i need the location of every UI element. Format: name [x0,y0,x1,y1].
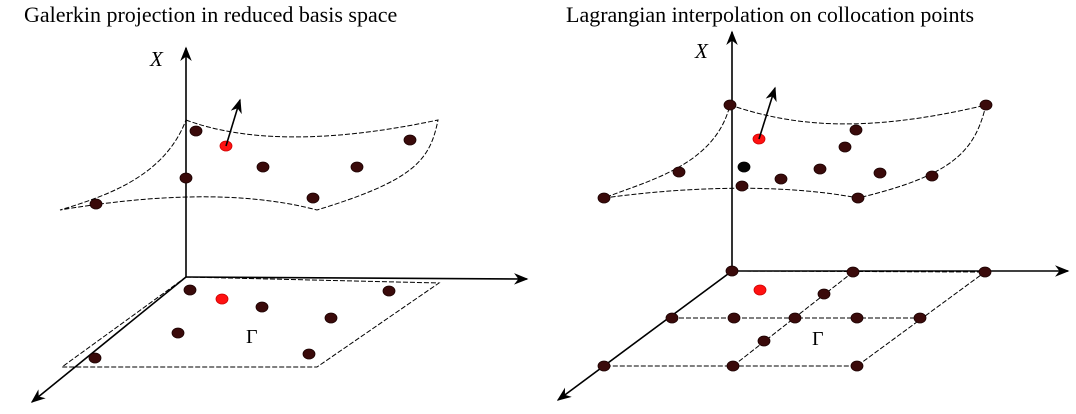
manifold-point [597,192,611,204]
manifold-point [979,99,993,111]
manifold-point [189,125,203,137]
manifold-point [873,167,887,179]
manifold-points [89,125,417,210]
depth-axis [30,276,187,403]
solution-manifold [603,104,987,199]
manifold-point [403,134,417,146]
collocation-point [727,312,741,324]
collocation-point [817,288,831,300]
domain-point [255,301,269,313]
collocation-point [850,312,864,324]
domain-points [88,284,396,364]
panel-galerkin: X Γ [30,46,529,403]
manifold-point [737,161,751,173]
collocation-point [978,266,992,278]
manifold-point [89,198,103,210]
domain-point [302,348,316,360]
parameter-domain [602,270,987,367]
highlighted-domain-point [215,293,229,305]
collocation-point [757,335,771,347]
manifold-point [851,192,865,204]
manifold-point [723,99,737,111]
collocation-point [726,360,740,372]
manifold-point [179,172,193,184]
manifold-point [774,173,788,185]
manifold-point [672,166,686,178]
grid-line-vertical [732,271,854,367]
panel-lagrangian: X Γ [556,30,1070,401]
manifold-point [925,170,939,182]
axis-label-x: X [149,47,164,71]
domain-point [88,352,102,364]
collocation-point [597,360,611,372]
horizontal-axis [185,273,529,285]
panel-title-lagrangian: Lagrangian interpolation on collocation … [566,2,975,27]
domain-point [171,327,185,339]
collocation-point [788,312,802,324]
manifold-points [597,99,993,204]
domain-label-gamma: Γ [812,328,824,350]
manifold-point [813,163,827,175]
collocation-point [850,360,864,372]
collocation-points [597,265,992,372]
manifold-point [849,124,863,136]
highlighted-domain-point [753,284,767,296]
collocation-point [913,312,927,324]
collocation-point [665,312,679,324]
collocation-point [725,265,739,277]
normal-vector-arrow [225,98,242,147]
collocation-point [846,266,860,278]
panel-title-galerkin: Galerkin projection in reduced basis spa… [24,2,398,27]
domain-point [382,285,396,297]
manifold-point [735,180,749,192]
manifold-point [350,161,364,173]
normal-vector-arrow [758,86,777,140]
manifold-point [256,161,270,173]
domain-point [183,284,197,296]
domain-point [324,312,338,324]
domain-label-gamma: Γ [246,326,258,348]
solution-manifold [59,119,439,211]
manifold-point [306,192,320,204]
manifold-point [838,141,852,153]
parameter-domain [60,276,441,368]
axis-label-x: X [694,39,709,63]
